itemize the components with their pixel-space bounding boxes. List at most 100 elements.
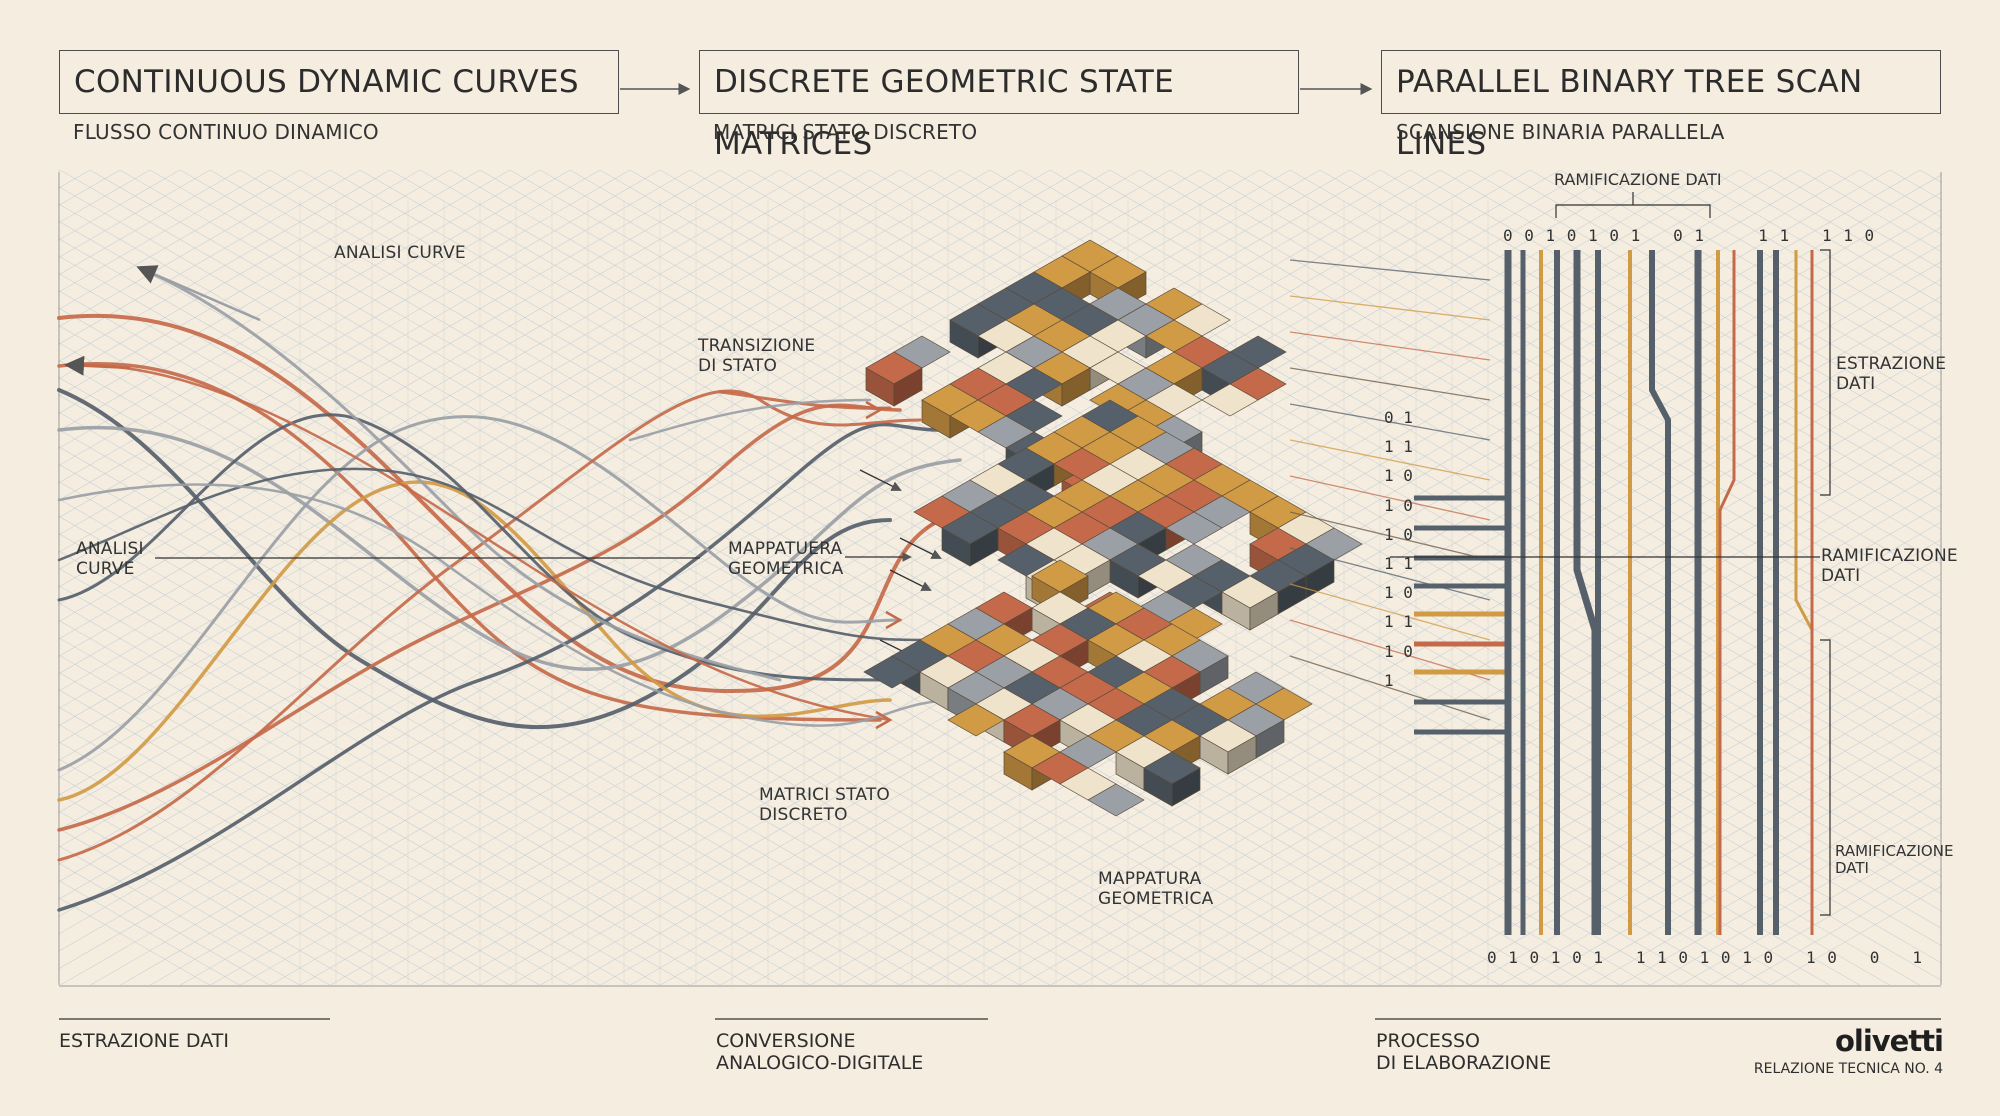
grid-line	[179, 170, 1591, 985]
grid-line	[689, 261, 1942, 985]
matrix-cell	[947, 703, 1005, 737]
grid-line	[1199, 555, 1942, 985]
grid-line	[58, 170, 781, 588]
grid-line	[58, 170, 571, 467]
bits-top: 0 0 1 0 1 0 1 0 1 1 1 1 1 0	[1503, 226, 1876, 245]
bit-pair-3: 1 0	[1384, 466, 1413, 486]
grid-line	[119, 170, 1531, 985]
grid-line	[1439, 170, 1942, 461]
grid-line	[0, 170, 30, 1020]
connector-line	[1289, 259, 1491, 281]
grid-line	[58, 740, 481, 985]
curve-14	[57, 483, 962, 727]
label-analisi-curve-top: ANALISI CURVE	[334, 243, 466, 263]
label-analisi-curve-left: ANALISI CURVE	[76, 539, 144, 579]
matrix-cell-side	[1249, 591, 1279, 631]
label-transizione: TRANSIZIONE DI STATO	[698, 336, 816, 376]
grid-line	[839, 347, 1942, 985]
bit-pair-9: 1 0	[1384, 641, 1413, 661]
grid-line	[58, 170, 61, 172]
grid-line	[58, 170, 1021, 727]
grid-line	[1950, 170, 2000, 1020]
grid-line	[1349, 642, 1942, 985]
bracket-top	[1555, 192, 1711, 218]
label-mappatuera: MAPPATUERA GEOMETRICA	[728, 539, 844, 579]
grid-line	[58, 706, 541, 985]
grid-line	[929, 399, 1942, 985]
connector-line	[1289, 547, 1491, 601]
grid-line	[58, 567, 781, 985]
connector-line	[1289, 655, 1491, 721]
grid-line	[58, 810, 361, 985]
grid-line	[1439, 694, 1942, 985]
matrix-cell-side	[969, 527, 999, 567]
curve-3	[57, 388, 892, 730]
grid-line	[1980, 170, 2000, 1020]
label-ramificazione-top: RAMIFICAZIONE DATI	[1554, 170, 1722, 189]
grid-line	[58, 170, 1081, 762]
curve-16	[628, 398, 872, 442]
grid-line	[1289, 170, 1942, 548]
grid-line	[58, 170, 721, 554]
grid-line	[58, 170, 481, 415]
header-box-curves: CONTINUOUS DYNAMIC CURVES	[59, 50, 619, 114]
subtitle-scanlines: SCANSIONE BINARIA PARALLELA	[1396, 120, 1725, 144]
grid-line	[1769, 170, 1942, 270]
subtitle-curves: FLUSSO CONTINUO DINAMICO	[73, 120, 379, 144]
grid-line	[58, 170, 751, 571]
footer-processo: PROCESSO DI ELABORAZIONE	[1376, 1030, 1552, 1074]
grid-line	[869, 365, 1942, 985]
grid-line	[58, 170, 241, 276]
grid-line	[58, 170, 901, 658]
grid-line	[299, 170, 1711, 985]
grid-line	[58, 775, 421, 985]
pointer-arrow-3	[889, 569, 932, 591]
grid-line	[58, 688, 571, 985]
grid-line	[58, 636, 661, 985]
header-box-matrices: DISCRETE GEOMETRIC STATE MATRICES	[699, 50, 1299, 162]
grid-line	[809, 330, 1942, 985]
matrix-cell	[863, 655, 921, 689]
connector-line	[1289, 403, 1491, 441]
curve-arrow-right-2	[875, 710, 893, 730]
grid-line	[58, 170, 691, 536]
curve-9	[57, 389, 922, 862]
curve-arrow-left-1	[136, 265, 261, 322]
curve-13	[57, 467, 942, 642]
curve-4	[57, 425, 962, 671]
grid-line	[1409, 170, 1942, 478]
grid-line	[58, 170, 1111, 779]
bracket-ramificazione	[1820, 639, 1831, 916]
label-estrazione-right: ESTRAZIONE DATI	[1836, 354, 1947, 394]
grid-line	[1769, 885, 1942, 985]
grid-line	[779, 313, 1942, 985]
grid-line	[1259, 590, 1942, 985]
grid-line	[58, 170, 1141, 796]
grid-line	[58, 827, 331, 985]
curve-arrow-left-2	[64, 355, 131, 376]
grid-line	[1229, 170, 1942, 583]
bit-pair-6: 1 1	[1384, 554, 1413, 573]
grid-line	[58, 862, 271, 985]
grid-line	[58, 170, 421, 380]
grid-line	[58, 170, 961, 692]
grid-line	[1529, 746, 1942, 985]
connector-line	[1289, 439, 1491, 481]
grid-line	[1559, 764, 1942, 985]
grid-line	[1649, 816, 1942, 985]
grid-line	[1499, 170, 1942, 426]
grid-line	[1709, 850, 1942, 985]
grid-line	[1589, 170, 1942, 374]
footer-estrazione: ESTRAZIONE DATI	[59, 1030, 229, 1052]
label-ramificazione-mid: RAMIFICAZIONE DATI	[1821, 546, 1958, 586]
grid-line	[239, 170, 1651, 985]
report-number: RELAZIONE TECNICA NO. 4	[1753, 1061, 1943, 1077]
grid-line	[59, 170, 1471, 985]
header-box-scanlines: PARALLEL BINARY TREE SCAN LINES	[1381, 50, 1941, 162]
grid-line	[1469, 712, 1942, 985]
pointer-arrow-2	[899, 537, 942, 559]
curve-8	[57, 415, 902, 772]
grid-line	[419, 170, 1831, 985]
curve-arrow-right-4	[885, 610, 903, 630]
subtitle-matrices: MATRICI STATO DISCRETO	[713, 120, 978, 144]
